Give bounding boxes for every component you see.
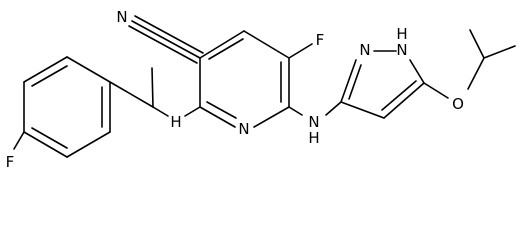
pyrazole-bond-c3-n2-double [348,64,362,100]
phenyl-bond-3-double [31,127,68,149]
left-amine-hydrogen-label: H [170,113,181,131]
nitrile-nitrogen-label: N [116,8,127,26]
chemical-structure: N F N H N H N N H O F [6,8,516,171]
pyrazole-bond-c4-c3 [340,101,385,119]
phenyl-bond-2 [66,131,111,158]
pyridine-bond-c6-n [253,106,290,128]
right-amine-hydrogen-label: H [308,129,319,147]
ring-fluorine-label: F [316,31,325,49]
aryl-fluorine-label: F [6,153,15,171]
phenyl-bond-6 [66,56,111,83]
pyridine-bond-c4-c5 [243,30,290,59]
pyrazole-bond-c3-n2 [340,59,357,103]
pyrazole-hydrogen-label: H [396,25,407,43]
pyrazole-n2-label: N [359,41,370,59]
ether-bond-ring [423,82,449,99]
ether-bond-isopropyl [467,57,485,90]
atom-labels: N F N H N H N N H O F [6,8,464,171]
chiral-methyl-bond [151,67,154,108]
right-amine-nitrogen-label: N [308,113,319,131]
left-nh-bond-c2 [184,106,201,117]
phenyl-bond-5-double [31,65,68,87]
pyridine-bond-c3-c4 [199,30,245,59]
pyridine-bond-n-c2-double [206,101,237,119]
right-nh-bond-c6 [288,106,303,116]
aryl-fluorine-bond [13,131,25,150]
phenyl-bond-5 [23,56,68,83]
nitrile-bond-1 [131,20,201,59]
pyrazole-n1-label: N [396,41,407,59]
pyrazole-bond-c5-c4-double [381,80,417,111]
pyridine-nitrogen-label: N [238,120,249,138]
left-nh-bond-chiral [152,106,169,117]
pyrazole-bond-n1-c5 [409,59,425,84]
isopropyl-bond-up [469,29,485,59]
nitrile-bond-2 [128,25,198,64]
pyridine-bond-c3-c4-double [208,38,244,60]
pyrazole-bond-c5-c4 [383,82,425,119]
ring-fluorine-bond [288,43,313,59]
chiral-aryl-bond [109,81,154,108]
ether-oxygen-label: O [452,95,464,113]
bonds [13,15,516,158]
isopropyl-bond-right [483,45,516,59]
right-nh-bond-pyrazole [325,101,342,116]
pyridine-bond-n-c2 [199,106,236,128]
nitrile-bond-3 [134,15,204,54]
phenyl-bond-3 [23,131,68,158]
structure-diagram: N F N H N H N N H O F [5,8,516,171]
